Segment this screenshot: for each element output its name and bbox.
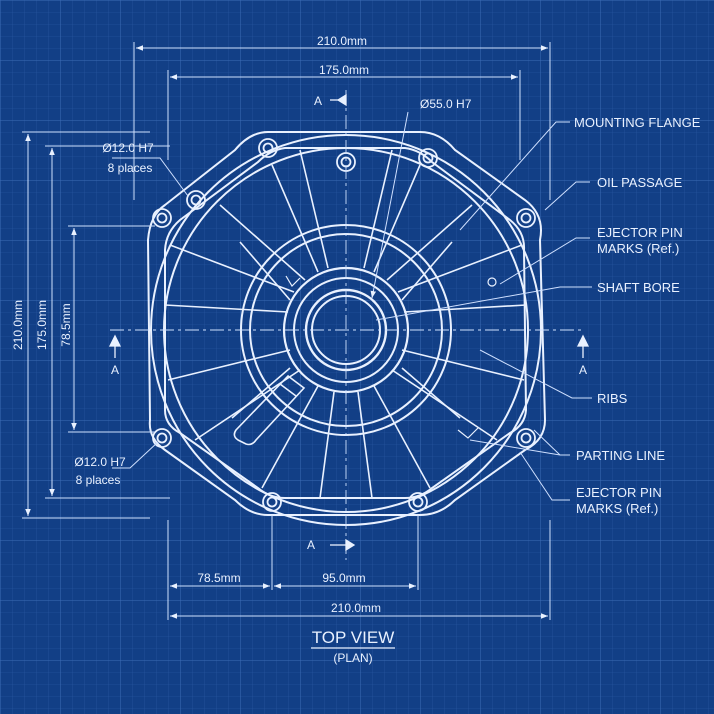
dim-bottom-right: 95.0mm [322,571,365,585]
hole-callout-top-qty: 8 places [108,161,153,175]
hole-10 [408,492,428,512]
hole-6 [516,208,536,228]
dimension-lines [22,42,551,620]
dim-left-inner: 175.0mm [35,300,49,350]
callout-ejector-1-line1: EJECTOR PIN [597,225,683,240]
ejector-pin-marks [285,275,497,439]
dim-bottom-overall: 210.0mm [331,601,381,615]
dim-top-inner: 175.0mm [319,63,369,77]
callout-shaft-bore: SHAFT BORE [597,280,680,295]
dim-bore: Ø55.0 H7 [420,97,472,111]
dim-left-small: 78.5mm [59,303,73,346]
hole-5 [152,208,172,228]
centerlines [110,90,585,560]
section-label-top: A [314,94,322,108]
section-arrows [108,93,590,552]
hole-1 [258,138,278,158]
callout-ejector-1-line2: MARKS (Ref.) [597,241,679,256]
hole-callout-bottom-size: Ø12.0 H7 [74,455,126,469]
ribs [164,149,527,499]
hole-callout-bottom-qty: 8 places [76,473,121,487]
section-label-right: A [579,363,587,377]
section-label-bottom: A [307,538,315,552]
callout-ribs: RIBS [597,391,628,406]
hole-7 [152,428,172,448]
view-subtitle: (PLAN) [333,651,372,665]
dim-bottom-left: 78.5mm [197,571,240,585]
callout-ejector-2-line1: EJECTOR PIN [576,485,662,500]
hole-4 [186,190,206,210]
hole-8 [516,428,536,448]
callout-mounting-flange: MOUNTING FLANGE [574,115,701,130]
callout-leaders [375,121,592,501]
dim-top-overall: 210.0mm [317,34,367,48]
slot-feature [233,374,306,446]
callout-oil-passage: OIL PASSAGE [597,175,683,190]
hole-9 [262,492,282,512]
mounting-holes [152,138,536,512]
callout-ejector-2-line2: MARKS (Ref.) [576,501,658,516]
hole-callout-top-size: Ø12.0 H7 [102,141,154,155]
hole-3 [418,148,438,168]
dim-left-overall: 210.0mm [11,300,25,350]
section-label-left: A [111,363,119,377]
callout-parting-line: PARTING LINE [576,448,665,463]
view-title: TOP VIEW [312,628,395,647]
